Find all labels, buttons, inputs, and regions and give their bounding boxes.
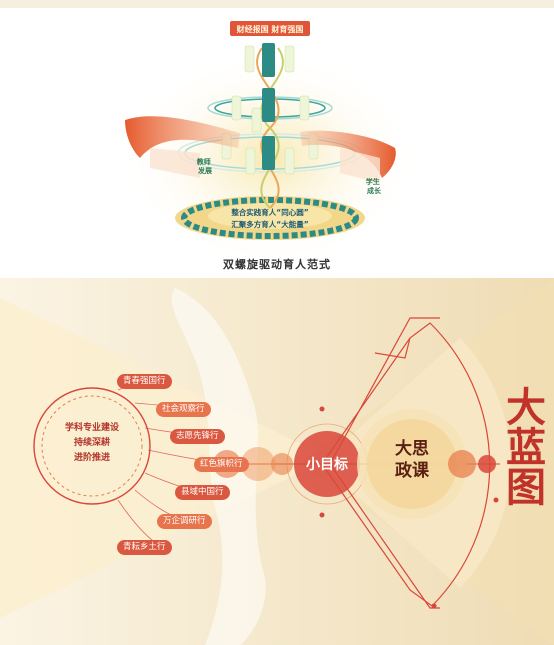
- title-banner-bg: [230, 21, 310, 36]
- student-growth-label-1: 学生: [366, 177, 380, 186]
- base-disc: [175, 196, 365, 240]
- action-pill-youth: 青春强国行: [117, 374, 172, 389]
- blueprint-panel: 学科专业建设 持续深耕 进阶推进 青春强国行 社会观察行 志愿先锋行 红色旗帜行…: [0, 278, 554, 645]
- circle-text-line3: 进阶推进: [73, 453, 110, 463]
- diagram-caption: 双螺旋驱动育人范式: [223, 258, 331, 271]
- circle-text-line1: 学科专业建设: [64, 423, 119, 433]
- action-pill-red-flag: 红色旗帜行: [194, 457, 249, 472]
- left-circle-inner: [41, 395, 143, 497]
- frame-dots: [319, 406, 499, 609]
- right-ribbon-card: [340, 148, 380, 183]
- action-pill-volunteer: 志愿先锋行: [170, 429, 225, 444]
- action-pill-county: 县域中国行: [175, 485, 230, 500]
- small-goal-label: 小目标: [306, 457, 348, 473]
- left-ribbon: [125, 116, 240, 158]
- teacher-development-label: 教师 发展: [196, 157, 213, 175]
- student-growth-label: 学生 成长: [366, 177, 382, 195]
- action-pill-enterprise: 万企调研行: [157, 514, 212, 529]
- title-banner: 财经报国 财育强国: [236, 24, 304, 34]
- base-text-line2: 汇聚多方育人“大能量”: [231, 219, 308, 229]
- action-pill-society: 社会观察行: [156, 402, 211, 417]
- left-sector: [0, 298, 330, 618]
- circle-text-line2: 持续深耕: [73, 438, 110, 448]
- action-pill-rural: 青耘乡土行: [117, 540, 172, 555]
- outline-frames: [321, 317, 491, 609]
- teacher-development-label-2: 发展: [197, 166, 213, 175]
- right-ribbon: [300, 130, 396, 178]
- bead-chain: [200, 409, 500, 519]
- base-text-line1: 整合实践育人“同心圆”: [231, 207, 308, 217]
- helix-column-tags: [262, 43, 275, 170]
- double-helix-panel: 财经报国 财育强国 整合实践育人“同心圆” 汇聚多方育人“大能量” 教师 发展 …: [0, 8, 554, 278]
- left-ribbon-card: [150, 148, 200, 178]
- helix-strand-right: [260, 47, 284, 209]
- discipline-circle-text: 学科专业建设 持续深耕 进阶推进: [40, 421, 144, 466]
- top-strip: [0, 0, 554, 8]
- big-blueprint-calligraphy: 大蓝图: [499, 386, 546, 506]
- left-circle-outer: [33, 387, 151, 505]
- student-growth-label-2: 成长: [367, 186, 382, 195]
- big-course-line2: 政课: [395, 461, 429, 481]
- big-course-line1: 大思: [395, 439, 429, 459]
- double-helix-illustration: 财经报国 财育强国 整合实践育人“同心圆” 汇聚多方育人“大能量” 教师 发展 …: [120, 21, 420, 258]
- teacher-development-label-1: 教师: [196, 157, 211, 166]
- big-course-label: 大思 政课: [372, 438, 452, 482]
